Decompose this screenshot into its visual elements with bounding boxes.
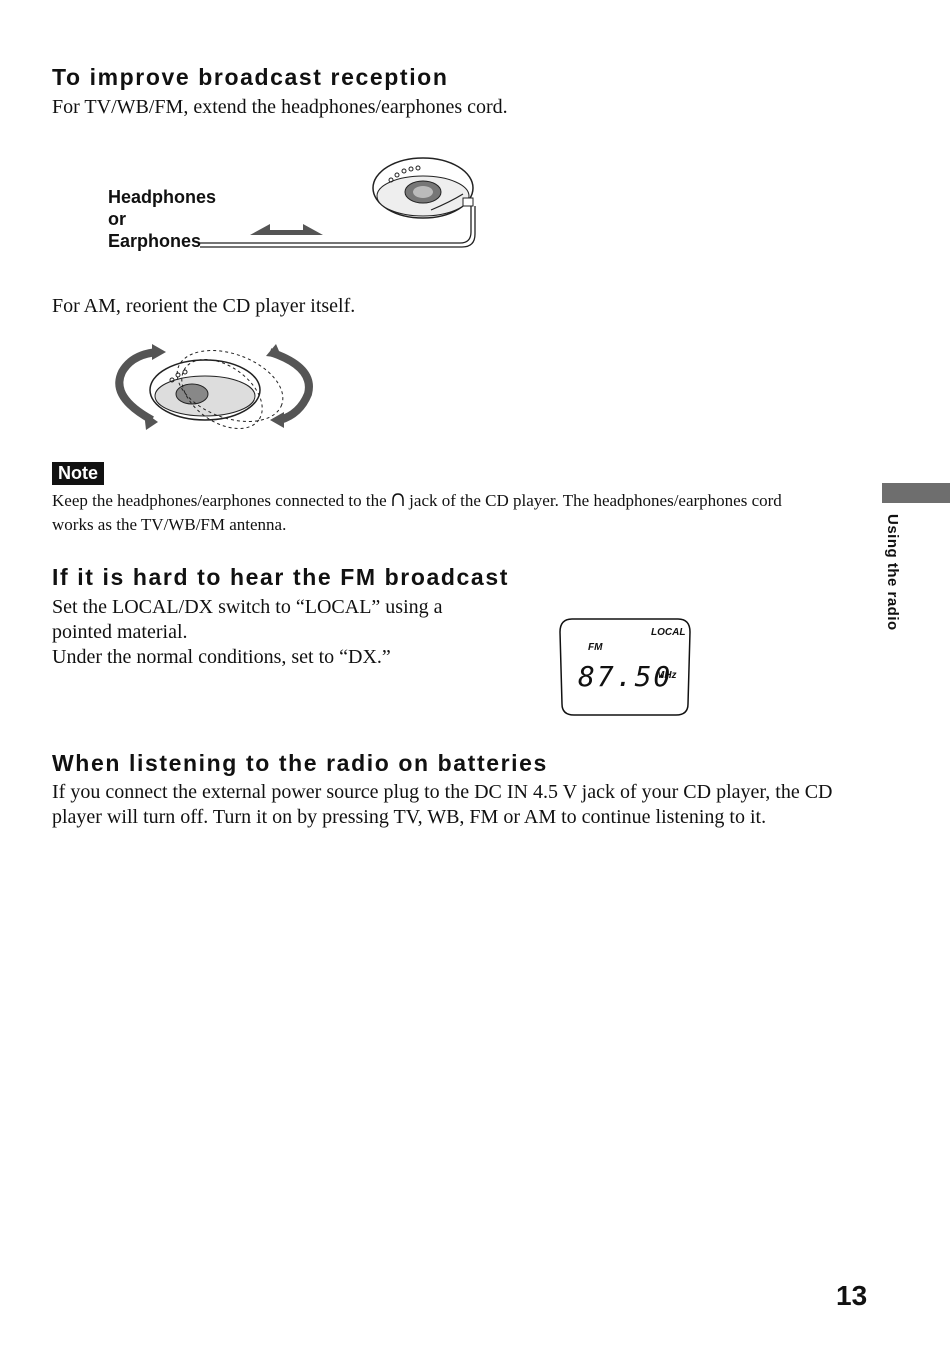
lcd-unit: MHz: [656, 670, 677, 681]
figure-label-headphones: Headphones or Earphones: [108, 187, 217, 251]
section-heading-batteries: When listening to the radio on batteries: [52, 750, 548, 776]
section-heading-reception: To improve broadcast reception: [52, 64, 449, 90]
headphones-icon: [391, 492, 405, 514]
lcd-band-indicator: FM: [588, 642, 603, 653]
paragraph-tv-wb-fm: For TV/WB/FM, extend the headphones/earp…: [52, 96, 508, 118]
side-tab-label: Using the radio: [884, 514, 901, 631]
lcd-frequency: 87.50: [578, 660, 673, 693]
paragraph-batteries: If you connect the external power source…: [52, 781, 833, 828]
section-heading-fm: If it is hard to hear the FM broadcast: [52, 564, 509, 590]
paragraph-am: For AM, reorient the CD player itself.: [52, 295, 356, 317]
cord-extension-illustration: [200, 157, 476, 248]
section-side-tab: [882, 483, 950, 503]
lcd-local-indicator: LOCAL: [651, 627, 686, 638]
reorient-player-illustration: [115, 344, 313, 430]
note-badge: Note: [52, 462, 104, 485]
paragraph-local-dx: Set the LOCAL/DX switch to “LOCAL” using…: [52, 596, 443, 668]
page-number: 13: [836, 1280, 868, 1311]
note-text: Keep the headphones/earphones connected …: [52, 491, 782, 534]
radio-lcd-display: LOCAL FM 87.50 MHz: [558, 618, 692, 716]
